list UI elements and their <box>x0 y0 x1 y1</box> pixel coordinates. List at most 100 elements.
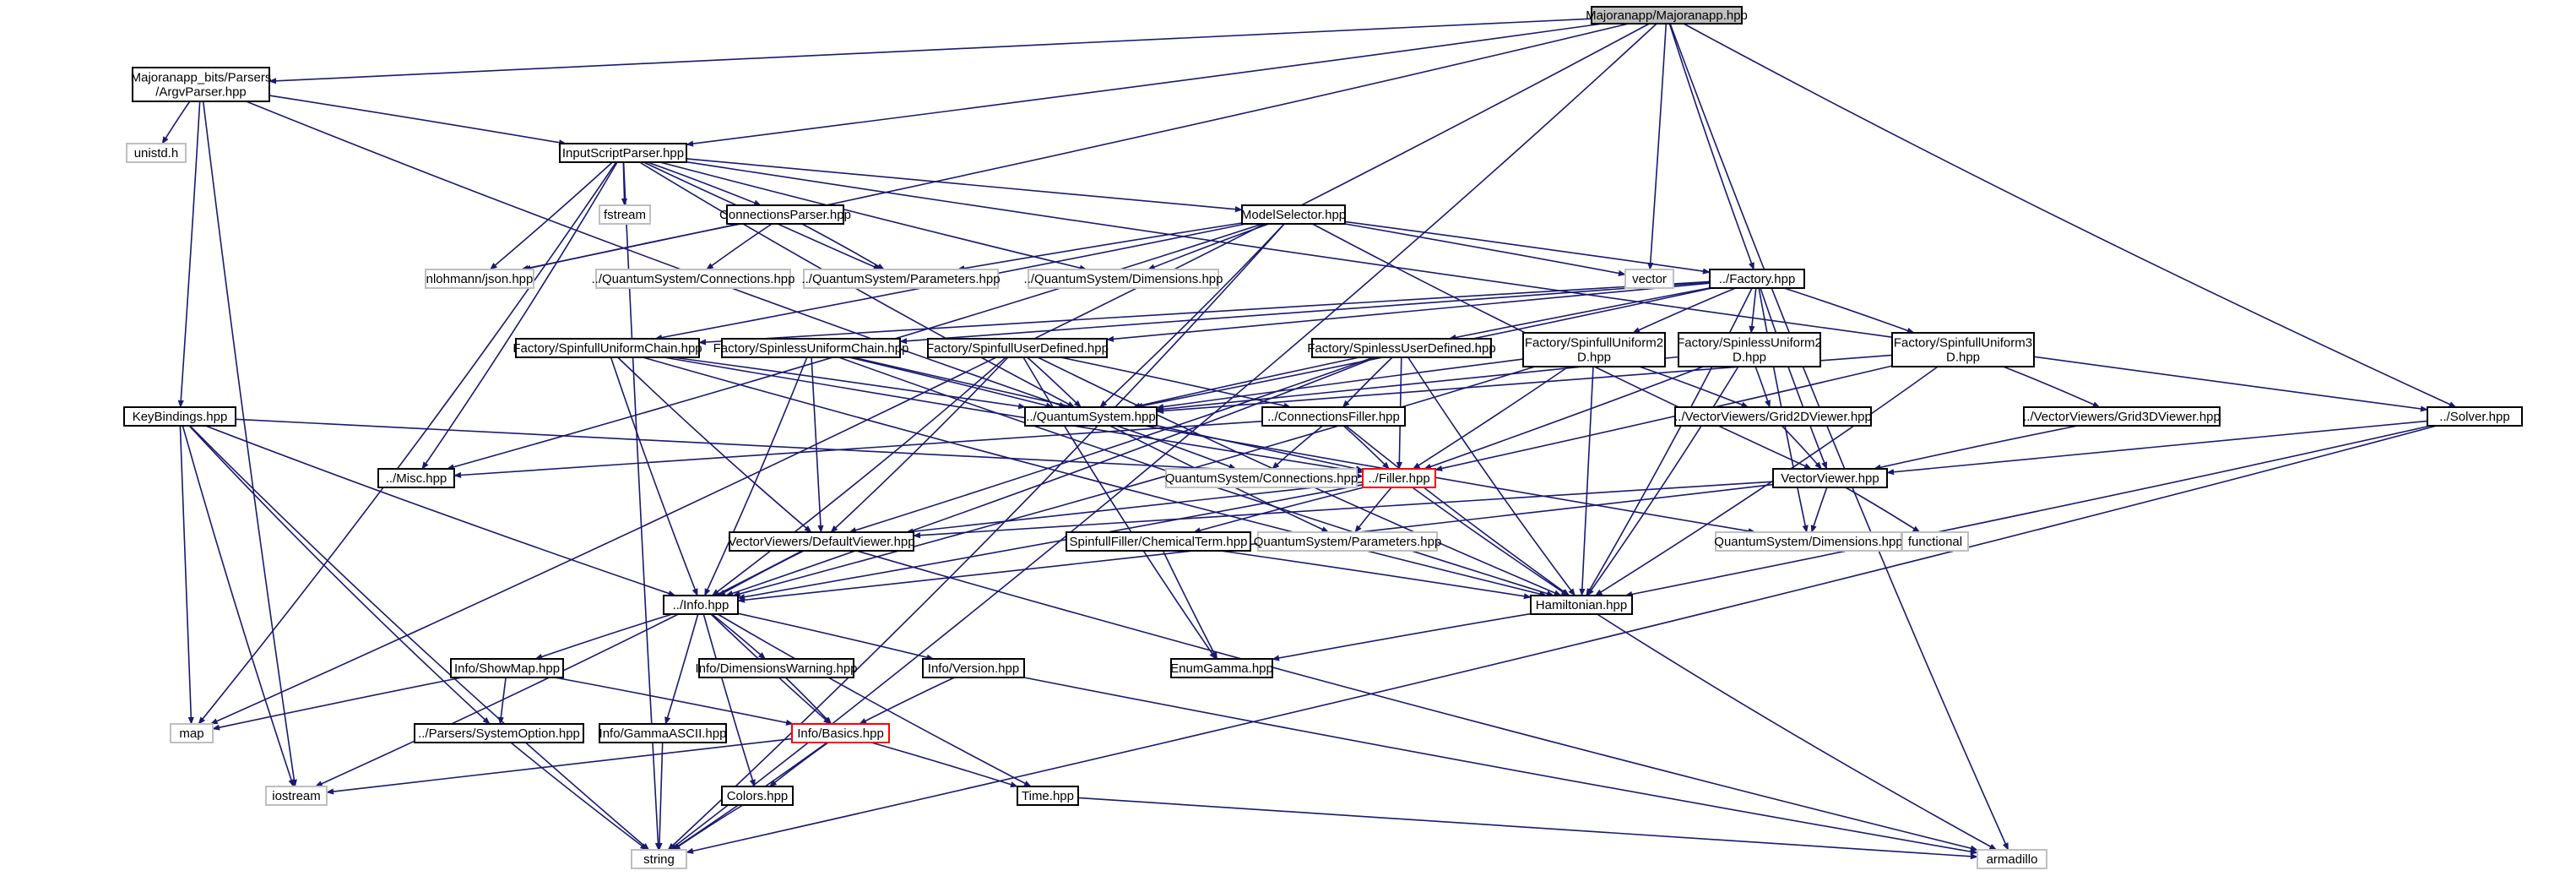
node-fspinlessuniformchain[interactable]: Factory/SpinlessUniformChain.hpp <box>713 338 909 358</box>
node-solver[interactable]: ../Solver.hpp <box>2427 406 2523 427</box>
node-fspinlessuserdefined[interactable]: Factory/SpinlessUserDefined.hpp <box>1307 338 1496 358</box>
edge-defaultviewer-to-iostream <box>314 550 803 787</box>
node-connectionsparser[interactable]: ConnectionsParser.hpp <box>719 204 851 225</box>
node-hamiltonian[interactable]: Hamiltonian.hpp <box>1530 595 1633 615</box>
node-qsconnections: QuantumSystem/Connections.hpp <box>1165 468 1358 488</box>
node-grid3dviewer[interactable]: ../VectorViewers/Grid3DViewer.hpp <box>2023 406 2221 427</box>
node-infobasics[interactable]: Info/Basics.hpp <box>791 723 890 743</box>
node-infoversion[interactable]: Info/Version.hpp <box>922 658 1025 678</box>
node-label-qsparameters-0: QuantumSystem/Parameters.hpp <box>1254 535 1442 549</box>
edge-grid3dviewer-to-vectorviewer <box>1873 425 2079 471</box>
node-label-fstream-0: fstream <box>604 208 646 222</box>
edge-fspinfulluniformchain-to-hamiltonian <box>642 356 1548 597</box>
edge-majoranapp-to-solver <box>1683 23 2457 408</box>
edge-connectionsparser-to-nlohmann <box>523 223 741 271</box>
edge-factory-to-hamiltonian <box>1586 287 1753 596</box>
node-keybindings[interactable]: KeyBindings.hpp <box>123 406 236 427</box>
edge-vectorviewer-to-functional <box>1845 487 1921 533</box>
node-misc[interactable]: ../Misc.hpp <box>377 468 455 488</box>
node-box-dimensionswarning <box>698 658 854 678</box>
node-quantumsystem[interactable]: ../QuantumSystem.hpp <box>1024 406 1158 427</box>
edge-majoranapp-to-map <box>209 23 1650 725</box>
node-modelselector[interactable]: ModelSelector.hpp <box>1241 204 1346 225</box>
edge-filler-to-defaultviewer <box>905 481 1364 535</box>
edge-connectionsfiller-to-qsconnections <box>1272 425 1324 470</box>
edge-connectionsfiller-to-hamiltonian <box>1345 425 1570 596</box>
edge-chemicalterm-to-enumgamma <box>1162 550 1218 660</box>
edge-factory-to-fspinlessuserdefined <box>1448 287 1711 340</box>
node-fspinfulluniformchain[interactable]: Factory/SpinfullUniformChain.hpp <box>512 338 702 358</box>
node-box-showmap <box>450 658 564 678</box>
node-filler[interactable]: ../Filler.hpp <box>1362 468 1436 488</box>
node-label-vector-0: vector <box>1632 272 1667 286</box>
node-label-chemicalterm-0: SpinfullFiller/ChemicalTerm.hpp <box>1070 535 1248 549</box>
node-box-timehpp <box>1017 786 1079 806</box>
node-box-fstream <box>599 204 651 225</box>
node-box-systemoption <box>414 723 584 743</box>
node-colors[interactable]: Colors.hpp <box>721 786 794 806</box>
node-box-defaultviewer <box>729 531 914 552</box>
node-factory[interactable]: ../Factory.hpp <box>1709 269 1805 289</box>
edge-colors-to-string <box>672 804 744 851</box>
node-chemicalterm[interactable]: SpinfullFiller/ChemicalTerm.hpp <box>1066 531 1251 552</box>
node-box-fspinfulluniform3d <box>1891 332 2035 367</box>
node-info[interactable]: ../Info.hpp <box>663 595 739 615</box>
node-fspinfulluserdefined[interactable]: Factory/SpinfullUserDefined.hpp <box>926 338 1109 358</box>
edge-keybindings-to-map <box>179 425 194 725</box>
edge-filler-to-chemicalterm <box>1192 487 1364 534</box>
node-label-qsconnections_rel-0: ../QuantumSystem/Connections.hpp <box>592 272 795 286</box>
node-enumgamma[interactable]: EnumGamma.hpp <box>1170 658 1273 678</box>
edge-fspinlessuserdefined-to-quantumsystem <box>1132 356 1360 409</box>
edge-defaultviewer-to-armadillo <box>856 550 1978 852</box>
node-label-defaultviewer-0: VectorViewers/DefaultViewer.hpp <box>728 535 914 549</box>
edge-timehpp-to-armadillo <box>1077 797 1978 860</box>
node-box-fspinlessuniform2d <box>1678 332 1821 367</box>
node-label-connectionsfiller-0: ../ConnectionsFiller.hpp <box>1267 410 1400 424</box>
node-label-connectionsparser-0: ConnectionsParser.hpp <box>719 208 851 222</box>
node-box-functional <box>1901 531 1969 552</box>
node-defaultviewer[interactable]: VectorViewers/DefaultViewer.hpp <box>728 531 915 552</box>
node-label-qsparameters_rel-0: ../QuantumSystem/Parameters.hpp <box>801 272 1000 286</box>
node-grid2dviewer[interactable]: ../VectorViewers/Grid2DViewer.hpp <box>1674 406 1872 427</box>
edge-filler-to-qsparameters <box>1354 487 1392 533</box>
node-label-factory-0: ../Factory.hpp <box>1719 272 1796 286</box>
node-box-solver <box>2427 406 2523 427</box>
node-functional: functional <box>1901 531 1969 552</box>
node-box-fspinlessuniformchain <box>721 338 901 358</box>
edge-infoversion-to-armadillo <box>1023 677 1978 855</box>
edge-keybindings-to-filler <box>235 418 1364 479</box>
node-dimensionswarning[interactable]: Info/DimensionsWarning.hpp <box>695 658 858 678</box>
node-connectionsfiller[interactable]: ../ConnectionsFiller.hpp <box>1261 406 1406 427</box>
node-inputscriptparser[interactable]: InputScriptParser.hpp <box>559 143 687 163</box>
node-label-map-0: map <box>179 726 203 741</box>
node-gammaascii[interactable]: Info/GammaASCII.hpp <box>599 723 727 743</box>
edge-factory-to-fspinfulluniformchain <box>698 280 1711 346</box>
edge-fspinfulluniform2d-to-hamiltonian <box>1579 366 1594 596</box>
node-systemoption[interactable]: ../Parsers/SystemOption.hpp <box>414 723 584 743</box>
node-label-argvparser-1: /ArgvParser.hpp <box>155 85 247 100</box>
node-box-infoversion <box>922 658 1025 678</box>
node-label-nlohmann-0: nlohmann/json.hpp <box>426 272 534 286</box>
node-showmap[interactable]: Info/ShowMap.hpp <box>450 658 564 678</box>
edge-info-to-infoversion <box>737 612 935 661</box>
node-box-chemicalterm <box>1066 531 1251 552</box>
node-argvparser[interactable]: Majoranapp_bits/Parsers/ArgvParser.hpp <box>131 67 272 102</box>
edge-fspinfulluserdefined-to-enumgamma <box>1022 356 1217 660</box>
node-box-fspinfulluserdefined <box>927 338 1108 358</box>
node-timehpp[interactable]: Time.hpp <box>1017 786 1079 806</box>
node-majoranapp[interactable]: Majoranapp/Majoranapp.hpp <box>1586 6 1748 24</box>
node-label-colors-0: Colors.hpp <box>727 789 789 803</box>
node-vectorviewer[interactable]: VectorViewer.hpp <box>1772 468 1888 488</box>
node-label-armadillo-0: armadillo <box>1987 852 2038 867</box>
node-box-grid3dviewer <box>2023 406 2221 427</box>
node-label-qsdimensions_rel-0: ../QuantumSystem/Dimensions.hpp <box>1024 272 1223 286</box>
node-box-qsparameters <box>1257 531 1438 552</box>
node-label-systemoption-0: ../Parsers/SystemOption.hpp <box>418 726 580 741</box>
node-qsparameters: QuantumSystem/Parameters.hpp <box>1254 531 1442 552</box>
edge-grid2dviewer-to-vectorviewer <box>1781 425 1822 470</box>
node-label-fspinfulluniform3d-1: D.hpp <box>1946 351 1980 365</box>
edge-hamiltonian-to-armadillo <box>1597 613 1998 851</box>
